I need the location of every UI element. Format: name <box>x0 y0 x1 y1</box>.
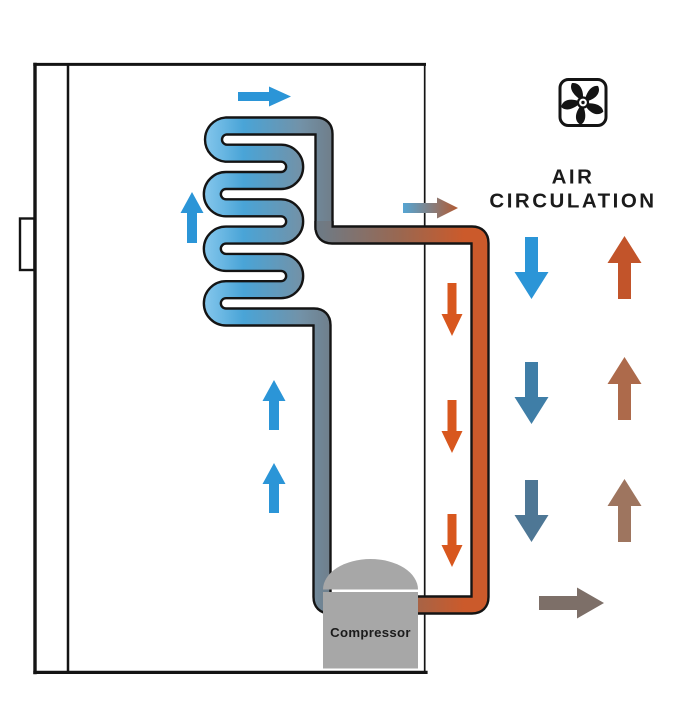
evaporator-coil-pipe <box>205 118 341 613</box>
air-circulation-line1: AIR <box>552 166 595 189</box>
warm-air-up-arrow-2 <box>607 357 642 420</box>
cold-air-down-arrow-1 <box>514 237 549 299</box>
compressor: Compressor <box>323 558 418 669</box>
coil-side-flow-up-arrow <box>180 192 204 243</box>
refrigerant-flow-arrows <box>180 86 463 567</box>
air-circulation-arrows <box>514 236 642 619</box>
compressor-label: Compressor <box>330 625 411 640</box>
warm-transition-right-arrow <box>403 197 458 219</box>
condenser-flow-down-arrow-2 <box>441 400 463 453</box>
air-circulation-line2: CIRCULATION <box>489 190 656 213</box>
air-out-right-arrow <box>539 587 604 619</box>
cold-air-down-arrow-2 <box>514 362 549 424</box>
compressor-dome <box>323 558 418 590</box>
cold-air-down-arrow-3 <box>514 480 549 542</box>
condenser-flow-down-arrow-3 <box>441 514 463 567</box>
warm-air-up-arrow-3 <box>607 479 642 542</box>
coil-top-flow-right-arrow <box>238 86 291 107</box>
door-handle <box>18 217 36 272</box>
refrigerant-circuit <box>202 116 490 615</box>
fan-icon <box>558 78 608 127</box>
suction-flow-up-arrow-2 <box>262 463 286 513</box>
air-circulation-heading: AIR CIRCULATION <box>489 166 656 213</box>
fan-icon-blades <box>561 83 604 125</box>
condenser-flow-down-arrow-1 <box>441 283 463 336</box>
refrigerator-cabinet <box>18 62 428 675</box>
condenser-pipe <box>316 219 488 613</box>
warm-air-up-arrow-1 <box>607 236 642 299</box>
suction-flow-up-arrow-1 <box>262 380 286 430</box>
compressor-body <box>323 592 418 669</box>
fan-icon-hub-dot <box>581 100 585 105</box>
